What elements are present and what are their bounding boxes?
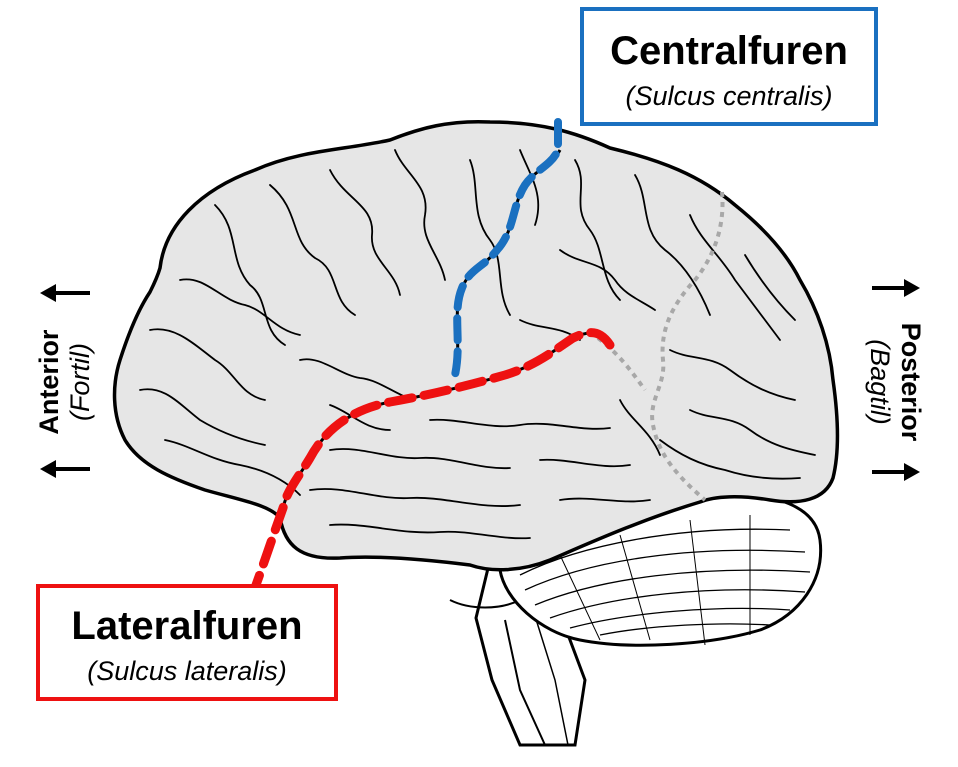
anterior-arrows [40, 284, 90, 478]
lateral-sulcus-title: Lateralfuren [71, 604, 303, 648]
anterior-title: Anterior [33, 329, 64, 435]
lateral-sulcus-latin: (Sulcus lateralis) [87, 656, 287, 686]
central-sulcus-latin: (Sulcus centralis) [625, 81, 833, 111]
anterior-subtitle: (Fortil) [65, 343, 95, 422]
parieto-occipital-line [596, 191, 725, 502]
lateral-sulcus-label: Lateralfuren (Sulcus lateralis) [36, 584, 338, 701]
cerebrum [112, 119, 840, 572]
central-sulcus-line [451, 118, 562, 379]
posterior-subtitle: (Bagtil) [865, 339, 895, 425]
central-sulcus-title: Centralfuren [610, 29, 848, 73]
arrow-down-icon [872, 463, 920, 481]
arrow-up-icon [40, 460, 90, 478]
anterior-label: Anterior (Fortil) [34, 272, 96, 492]
central-sulcus-label: Centralfuren (Sulcus centralis) [580, 7, 878, 126]
arrow-up-icon [40, 284, 90, 302]
posterior-label: Posterior (Bagtil) [864, 272, 926, 492]
posterior-title: Posterior [896, 322, 927, 442]
posterior-arrows [872, 279, 920, 481]
lateral-sulcus-line [251, 328, 615, 590]
arrow-down-icon [872, 279, 920, 297]
